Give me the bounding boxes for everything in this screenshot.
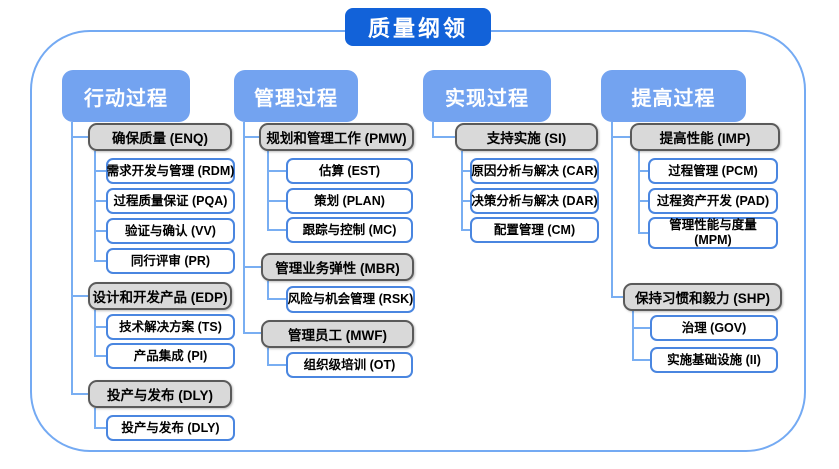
group-shp: 保持习惯和毅力 (SHP) [623,283,782,311]
connector-line [432,122,434,138]
connector-line [632,311,634,360]
group-mbr: 管理业务弹性 (MBR) [261,253,414,281]
connector-line [611,136,630,138]
group-imp: 提高性能 (IMP) [630,123,780,151]
connector-line [71,136,88,138]
node-ii: 实施基础设施 (II) [650,347,778,373]
connector-line [461,151,463,231]
connector-line [243,332,261,334]
connector-line [94,427,106,429]
connector-line [94,230,106,232]
diagram-title: 质量纲领 [345,8,491,46]
connector-line [71,122,73,395]
connector-line [267,281,269,300]
connector-line [94,310,96,357]
connector-line [611,122,613,298]
node-rsk: 风险与机会管理 (RSK) [286,286,415,313]
column-header-management-process: 管理过程 [234,70,358,122]
column-header-action-process: 行动过程 [62,70,190,122]
connector-line [94,326,106,328]
connector-line [94,355,106,357]
connector-line [638,170,648,172]
node-mpm: 管理性能与度量 (MPM) [648,217,778,249]
connector-line [94,151,96,262]
node-pr: 同行评审 (PR) [106,248,235,274]
connector-line [267,348,269,366]
group-enq: 确保质量 (ENQ) [88,123,232,151]
connector-line [632,327,650,329]
connector-line [461,170,470,172]
connector-line [461,200,470,202]
node-vv: 验证与确认 (VV) [106,218,235,244]
node-dar: 决策分析与解决 (DAR) [470,188,599,214]
node-ts: 技术解决方案 (TS) [106,314,235,340]
group-mwf: 管理员工 (MWF) [261,320,414,348]
connector-line [94,170,106,172]
node-mc: 跟踪与控制 (MC) [286,217,413,243]
connector-line [94,408,96,429]
group-dly: 投产与发布 (DLY) [88,380,232,408]
connector-line [267,170,286,172]
connector-line [243,266,261,268]
connector-line [267,200,286,202]
connector-line [71,295,88,297]
node-gov: 治理 (GOV) [650,315,778,341]
node-ot: 组织级培训 (OT) [286,352,413,378]
group-si: 支持实施 (SI) [455,123,598,151]
connector-line [267,151,269,231]
node-car: 原因分析与解决 (CAR) [470,158,599,184]
connector-line [267,298,286,300]
column-header-realization-process: 实现过程 [423,70,551,122]
connector-line [94,260,106,262]
node-plan: 策划 (PLAN) [286,188,413,214]
node-pi: 产品集成 (PI) [106,343,235,369]
connector-line [638,200,648,202]
node-rdm: 需求开发与管理 (RDM) [106,158,235,184]
connector-line [267,229,286,231]
connector-line [94,200,106,202]
group-edp: 设计和开发产品 (EDP) [88,282,232,310]
connector-line [432,136,455,138]
node-pad: 过程资产开发 (PAD) [648,188,778,214]
node-cm: 配置管理 (CM) [470,217,599,243]
node-est: 估算 (EST) [286,158,413,184]
connector-line [638,232,648,234]
connector-line [638,151,640,234]
node-dly: 投产与发布 (DLY) [106,415,235,441]
connector-line [71,393,88,395]
connector-line [632,359,650,361]
group-pmw: 规划和管理工作 (PMW) [259,123,414,151]
node-pcm: 过程管理 (PCM) [648,158,778,184]
connector-line [243,122,245,334]
connector-line [267,364,286,366]
column-header-improvement-process: 提高过程 [601,70,746,122]
connector-line [461,229,470,231]
node-pqa: 过程质量保证 (PQA) [106,188,235,214]
connector-line [611,296,623,298]
connector-line [243,136,259,138]
